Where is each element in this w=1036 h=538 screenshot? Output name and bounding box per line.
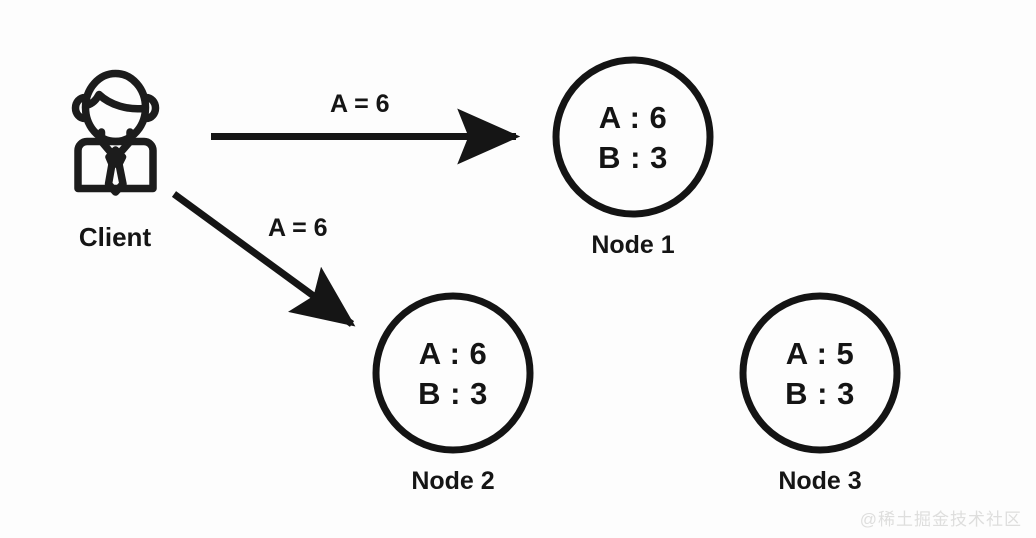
node-2-values: A : 6 B : 3 (353, 334, 553, 413)
node-3-values: A : 5 B : 3 (720, 334, 920, 413)
node-3-line-a: A : 5 (785, 336, 855, 371)
client-label: Client (78, 222, 152, 252)
node-1-circle (552, 56, 714, 218)
node-1-line-b: B : 3 (598, 139, 668, 175)
arrow-client-to-node-2 (171, 191, 356, 327)
node-1-caption: Node 1 (591, 231, 675, 259)
node-1-values: A : 6 B : 3 (533, 98, 733, 177)
node-2-line-b: B : 3 (418, 375, 488, 411)
user-avatar-icon (71, 69, 160, 196)
node-2-circle (372, 292, 534, 454)
node-1-line-a: A : 6 (598, 100, 668, 135)
node-2-caption: Node 2 (411, 467, 495, 495)
node-3-circle (739, 292, 901, 454)
node-3-line-b: B : 3 (785, 375, 855, 411)
node-2-line-a: A : 6 (418, 336, 488, 371)
watermark: @稀土掘金技术社区 (859, 510, 1022, 529)
node-3-caption: Node 3 (778, 467, 862, 495)
edge-label-client-node-2: A = 6 (268, 214, 328, 242)
edge-label-client-node-1: A = 6 (330, 90, 390, 118)
